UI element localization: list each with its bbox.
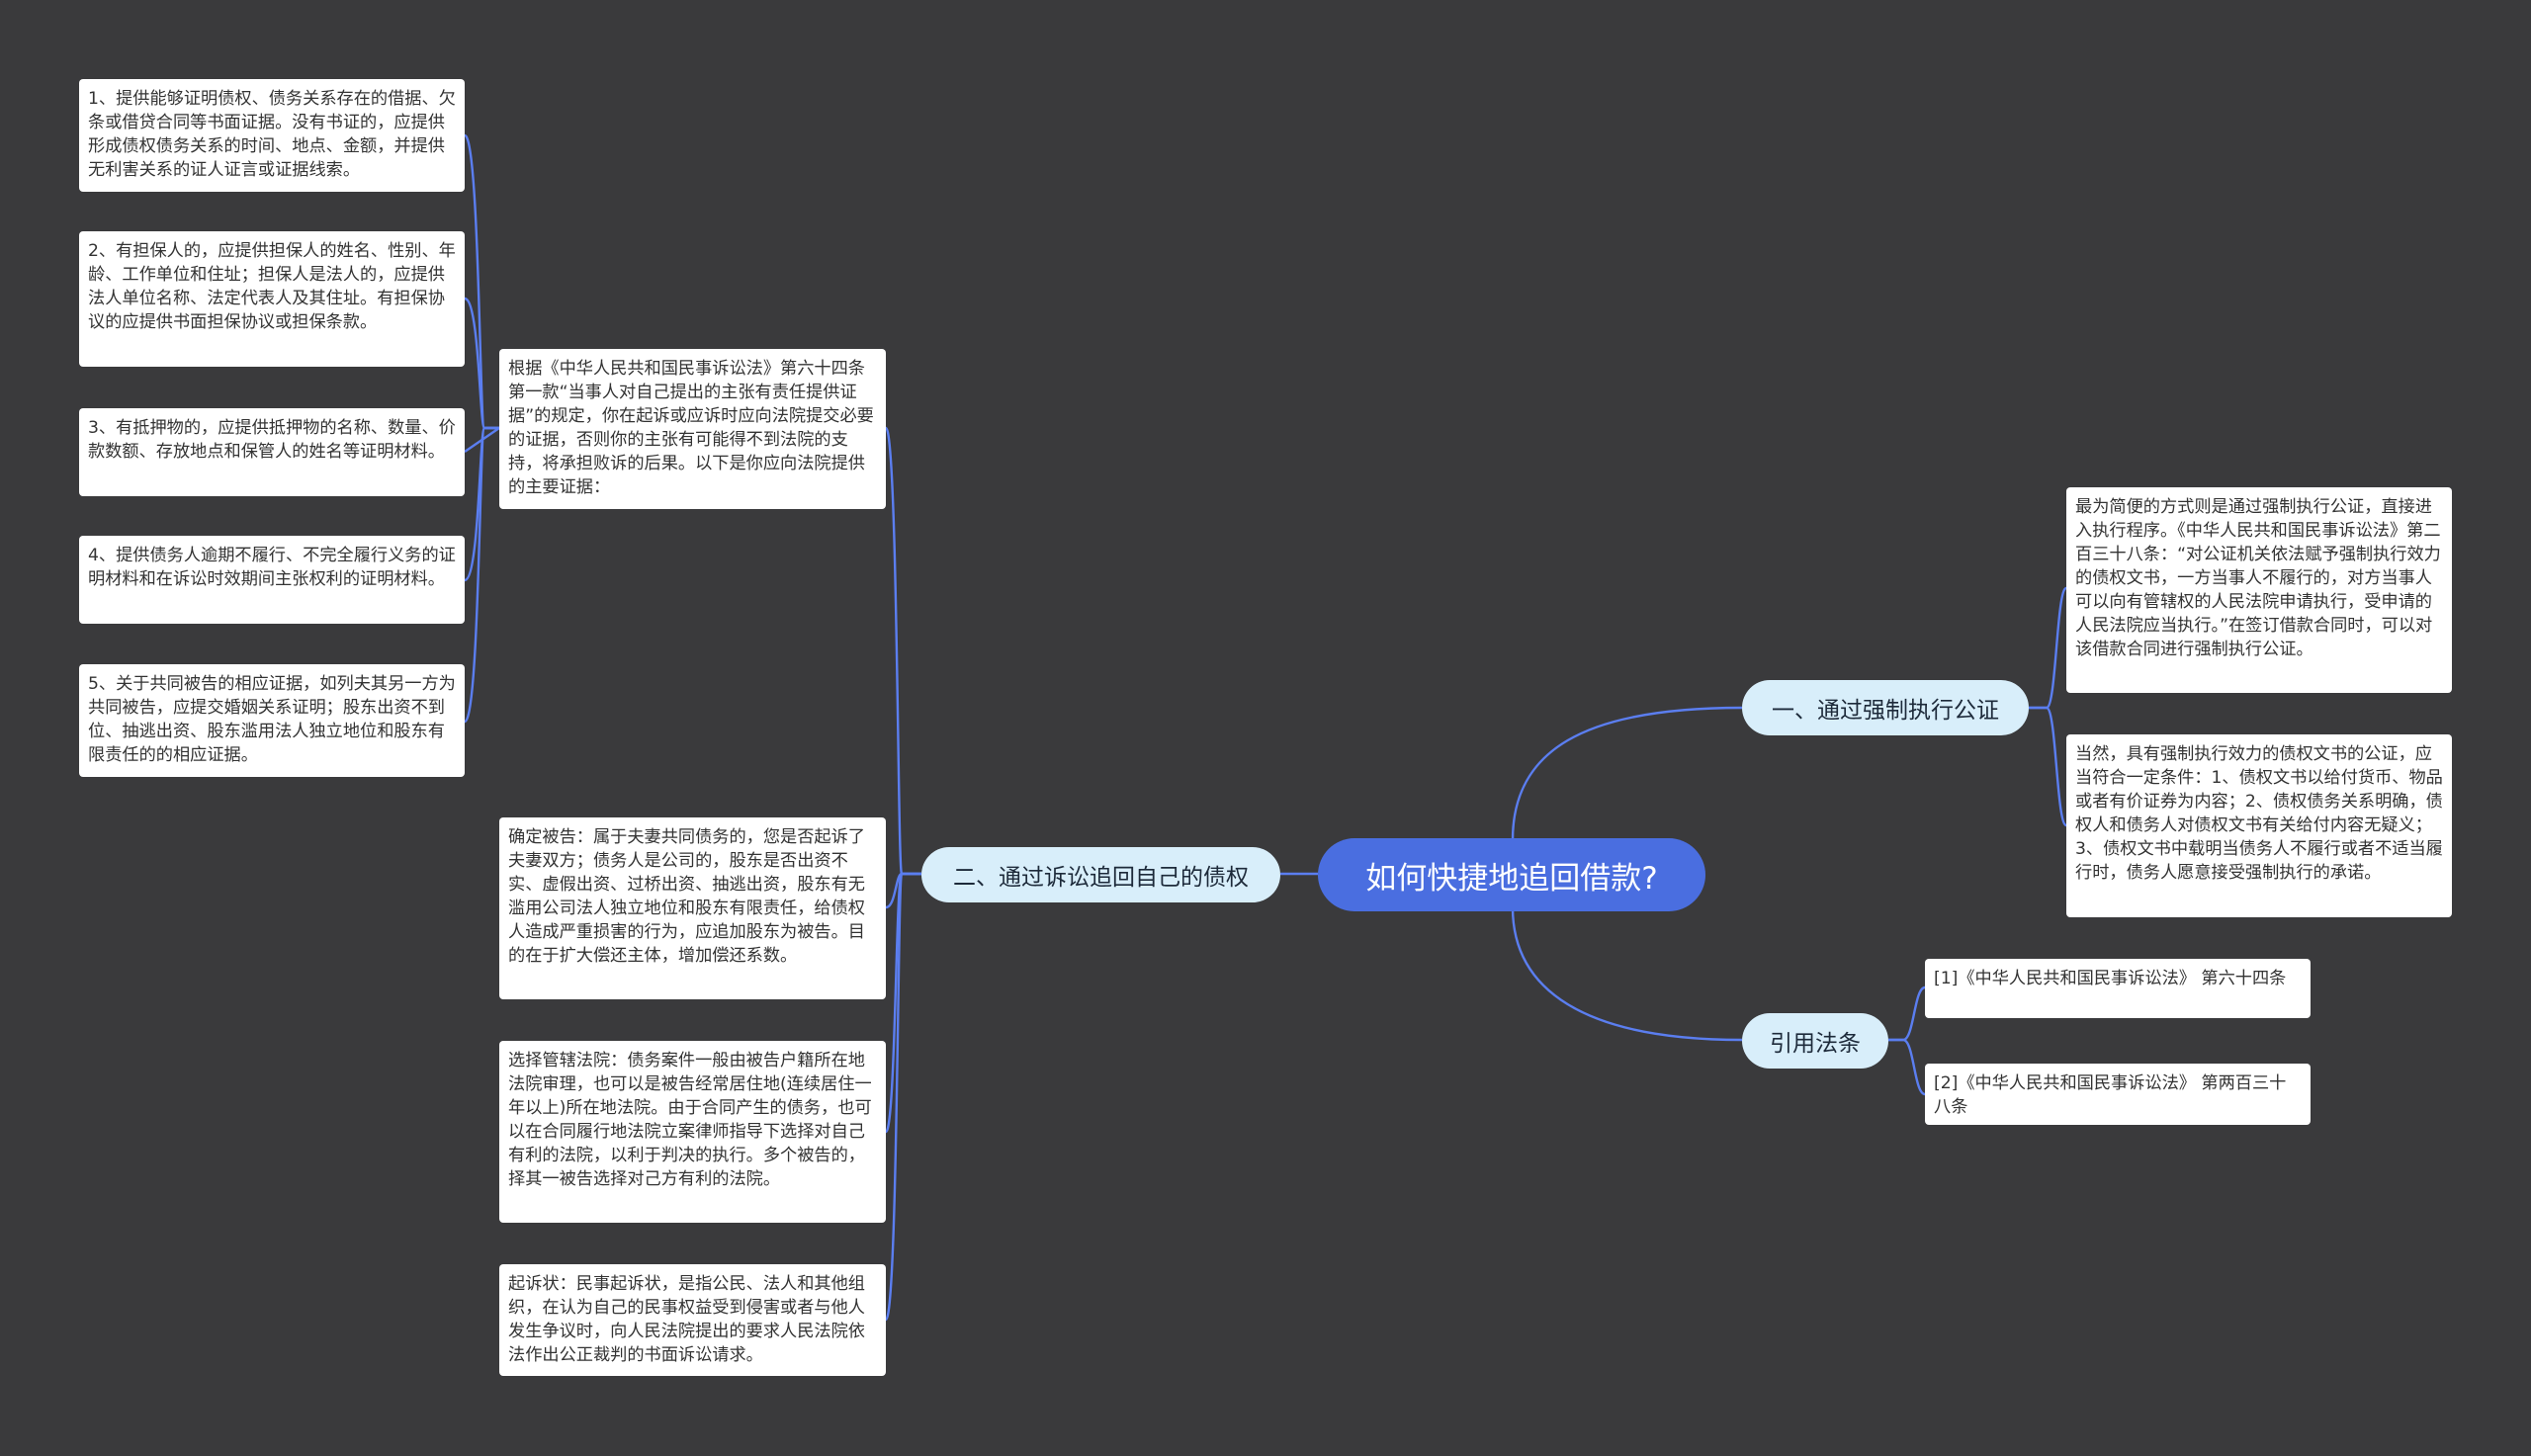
evidence-item-5[interactable]: 5、关于共同被告的相应证据，如列夫其另一方为共同被告，应提交婚姻关系证明；股东出… — [79, 664, 465, 777]
step-choose-court[interactable]: 选择管辖法院：债务案件一般由被告户籍所在地法院审理，也可以是被告经常居住地(连续… — [499, 1041, 886, 1223]
branch-law[interactable]: 引用法条 — [1742, 1013, 1888, 1069]
link-law-item-1 — [1888, 985, 1926, 1042]
evidence-item-4[interactable]: 4、提供债务人逾期不履行、不完全履行义务的证明材料和在诉讼时效期间主张权利的证明… — [79, 536, 465, 624]
link-litigation-step-3 — [884, 872, 921, 1322]
link-intro-evidence-5 — [463, 426, 499, 724]
step-define-defendant[interactable]: 确定被告：属于夫妻共同债务的，您是否起诉了夫妻双方；债务人是公司的，股东是否出资… — [499, 817, 886, 999]
link-law-item-2 — [1888, 1038, 1926, 1096]
branch-enforcement[interactable]: 一、通过强制执行公证 — [1742, 680, 2029, 735]
law-item-1[interactable]: [1]《中华人民共和国民事诉讼法》 第六十四条 — [1925, 959, 2311, 1018]
evidence-intro[interactable]: 根据《中华人民共和国民事诉讼法》第六十四条第一款“当事人对自己提出的主张有责任提… — [499, 349, 886, 509]
link-litigation-intro — [884, 426, 921, 876]
evidence-item-3[interactable]: 3、有抵押物的，应提供抵押物的名称、数量、价款数额、存放地点和保管人的姓名等证明… — [79, 408, 465, 496]
link-root-enforcement — [1511, 706, 1743, 841]
link-enforcement-note-1 — [2029, 586, 2068, 710]
link-enforcement-note-2 — [2029, 706, 2068, 827]
link-root-law — [1511, 906, 1743, 1042]
step-complaint[interactable]: 起诉状：民事起诉状，是指公民、法人和其他组织，在认为自己的民事权益受到侵害或者与… — [499, 1264, 886, 1376]
evidence-item-1[interactable]: 1、提供能够证明债权、债务关系存在的借据、欠条或借贷合同等书面证据。没有书证的，… — [79, 79, 465, 192]
branch-litigation[interactable]: 二、通过诉讼追回自己的债权 — [921, 847, 1280, 902]
evidence-item-2[interactable]: 2、有担保人的，应提供担保人的姓名、性别、年龄、工作单位和住址；担保人是法人的，… — [79, 231, 465, 367]
link-intro-evidence-2 — [464, 297, 499, 430]
enforcement-note-2[interactable]: 当然，具有强制执行效力的债权文书的公证，应当符合一定条件：1、债权文书以给付货币… — [2066, 734, 2452, 917]
link-intro-evidence-1 — [463, 133, 499, 430]
link-litigation-step-2 — [884, 872, 921, 1134]
enforcement-note-1[interactable]: 最为简便的方式则是通过强制执行公证，直接进入执行程序。《中华人民共和国民事诉讼法… — [2066, 487, 2452, 693]
link-litigation-step-1 — [885, 872, 921, 909]
law-item-2[interactable]: [2]《中华人民共和国民事诉讼法》 第两百三十八条 — [1925, 1064, 2311, 1125]
root-node[interactable]: 如何快捷地追回借款? — [1318, 838, 1705, 911]
